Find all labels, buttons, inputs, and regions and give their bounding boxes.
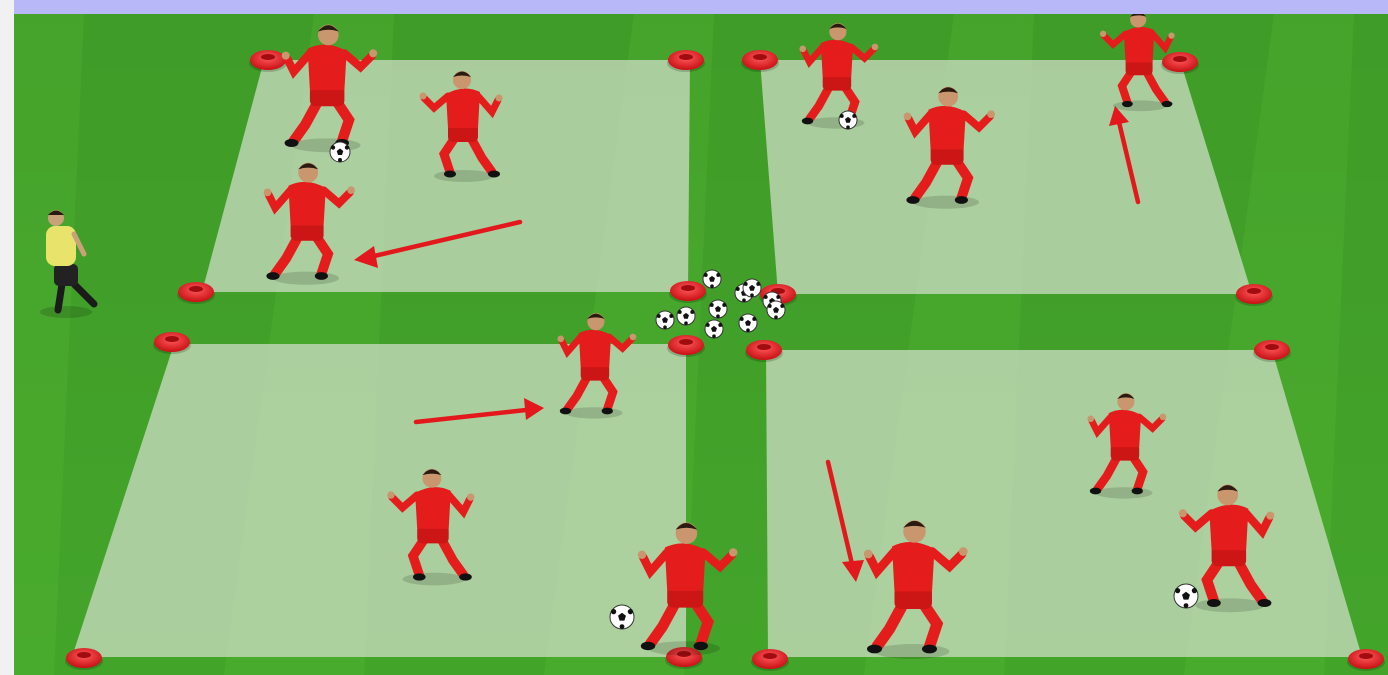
soccer-ball [739, 314, 757, 332]
cone-marker [1347, 649, 1385, 671]
cone-marker [741, 50, 779, 72]
cone-marker [153, 332, 191, 354]
soccer-ball [610, 605, 634, 629]
top-band [0, 0, 1388, 14]
soccer-ball [767, 301, 785, 319]
soccer-ball [709, 300, 727, 318]
cone-marker [1161, 52, 1199, 74]
pitch [14, 14, 1388, 675]
cone-marker [249, 50, 287, 72]
soccer-ball [703, 270, 721, 288]
cone-marker [177, 282, 215, 304]
soccer-ball [1174, 584, 1198, 608]
cone-marker [669, 281, 707, 303]
cone-marker [667, 335, 705, 357]
cone-marker [1253, 340, 1291, 362]
soccer-ball [677, 307, 695, 325]
soccer-ball [656, 311, 674, 329]
soccer-ball [839, 111, 857, 129]
cone-marker [667, 50, 705, 72]
cone-marker [65, 648, 103, 670]
cone-marker [1235, 284, 1273, 306]
soccer-ball [743, 279, 761, 297]
cone-marker [751, 649, 789, 671]
soccer-ball [330, 142, 350, 162]
soccer-ball [705, 320, 723, 338]
grid-bottom-right [766, 350, 1362, 657]
cone-marker [745, 340, 783, 362]
grid-bottom-left [72, 344, 686, 657]
grid-top-right [760, 60, 1252, 294]
left-edge-strip [0, 0, 14, 675]
